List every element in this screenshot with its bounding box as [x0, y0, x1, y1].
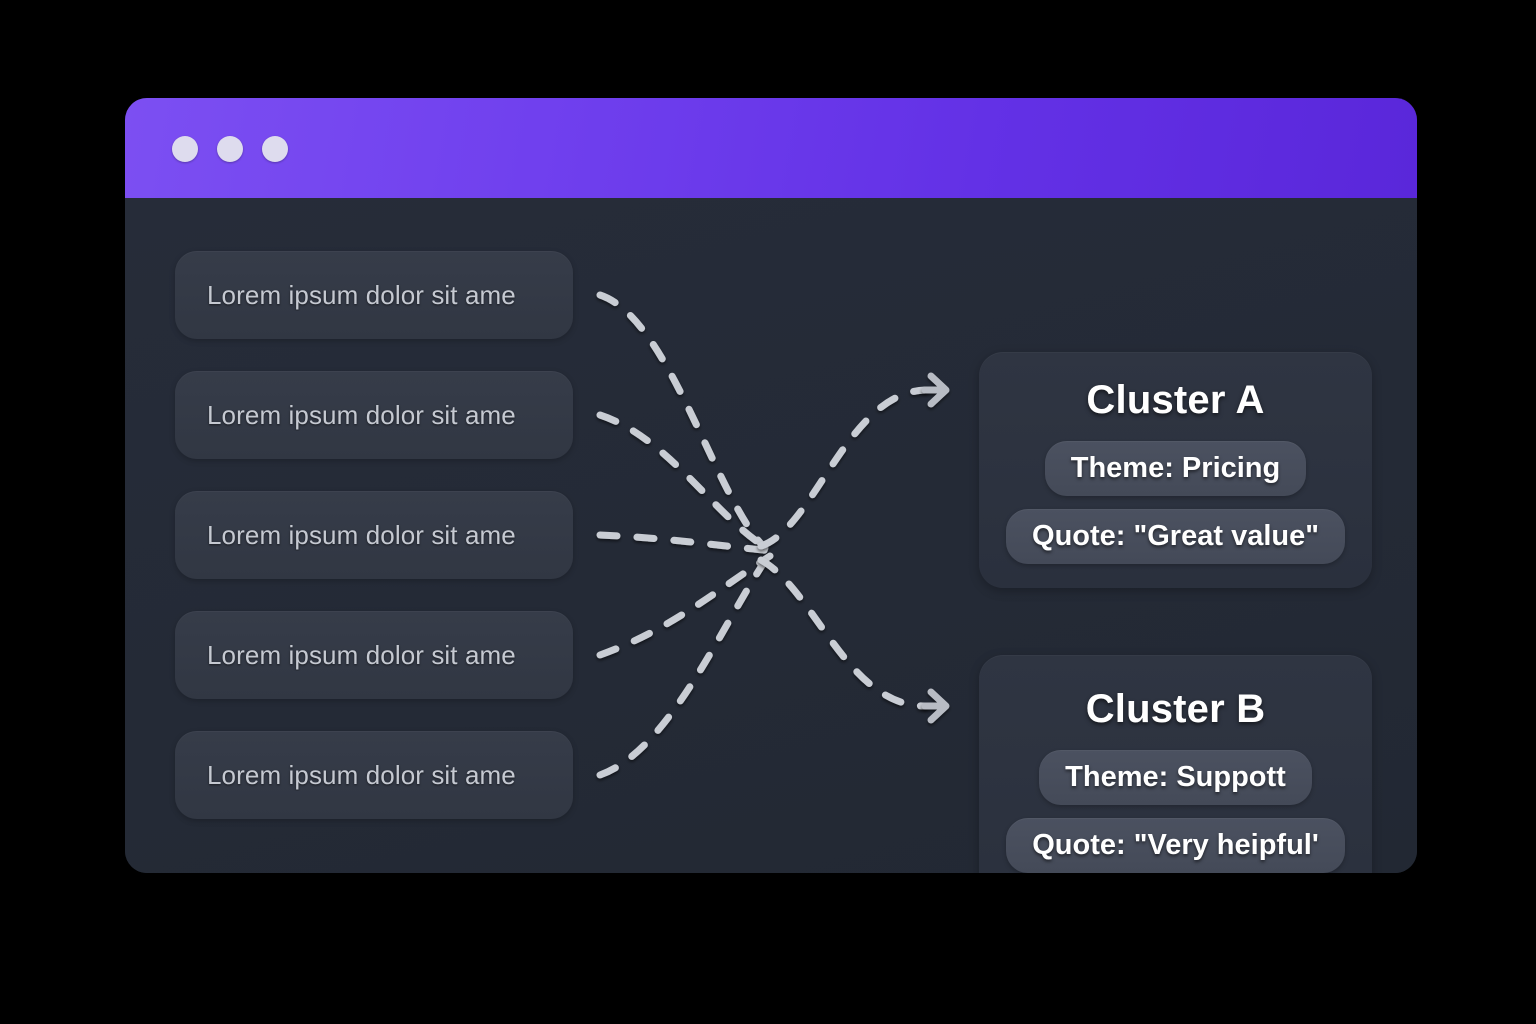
canvas-body: Lorem ipsum dolor sit ame Lorem ipsum do… — [125, 198, 1417, 873]
maximize-dot-icon[interactable] — [262, 136, 288, 162]
list-item[interactable]: Lorem ipsum dolor sit ame — [175, 491, 573, 579]
connector-path-3 — [596, 531, 777, 555]
traffic-light-group — [172, 136, 288, 162]
feedback-text: Lorem ipsum dolor sit ame — [207, 399, 516, 430]
cluster-theme-pill[interactable]: Theme: Suppott — [1039, 750, 1312, 805]
cluster-card-a[interactable]: Cluster A Theme: Pricing Quote: "Great v… — [979, 352, 1372, 588]
connector-path-1 — [596, 291, 769, 552]
connector-path-5 — [596, 554, 771, 779]
list-item[interactable]: Lorem ipsum dolor sit ame — [175, 251, 573, 339]
list-item[interactable]: Lorem ipsum dolor sit ame — [175, 371, 573, 459]
arrowhead-cluster-b-icon — [921, 688, 950, 724]
connector-out-cluster-b — [757, 556, 929, 710]
app-window: Lorem ipsum dolor sit ame Lorem ipsum do… — [125, 98, 1417, 873]
cluster-theme-pill[interactable]: Theme: Pricing — [1044, 441, 1307, 496]
window-titlebar — [125, 98, 1417, 198]
cluster-quote-pill[interactable]: Quote: "Very heipful' — [1006, 818, 1345, 873]
close-dot-icon[interactable] — [172, 136, 198, 162]
cluster-title: Cluster B — [1085, 687, 1266, 731]
connector-path-2 — [596, 411, 774, 554]
connector-path-4 — [596, 552, 774, 659]
connector-out-cluster-a — [757, 386, 929, 550]
feedback-text: Lorem ipsum dolor sit ame — [207, 639, 516, 670]
feedback-list: Lorem ipsum dolor sit ame Lorem ipsum do… — [175, 251, 573, 851]
feedback-text: Lorem ipsum dolor sit ame — [207, 759, 516, 790]
arrowhead-cluster-a-icon — [921, 372, 950, 408]
list-item[interactable]: Lorem ipsum dolor sit ame — [175, 731, 573, 819]
feedback-text: Lorem ipsum dolor sit ame — [207, 519, 516, 550]
cluster-title: Cluster A — [1086, 378, 1265, 422]
feedback-text: Lorem ipsum dolor sit ame — [207, 279, 516, 310]
list-item[interactable]: Lorem ipsum dolor sit ame — [175, 611, 573, 699]
cluster-quote-pill[interactable]: Quote: "Great value" — [1006, 509, 1345, 564]
minimize-dot-icon[interactable] — [217, 136, 243, 162]
cluster-card-b[interactable]: Cluster B Theme: Suppott Quote: "Very he… — [979, 655, 1372, 873]
